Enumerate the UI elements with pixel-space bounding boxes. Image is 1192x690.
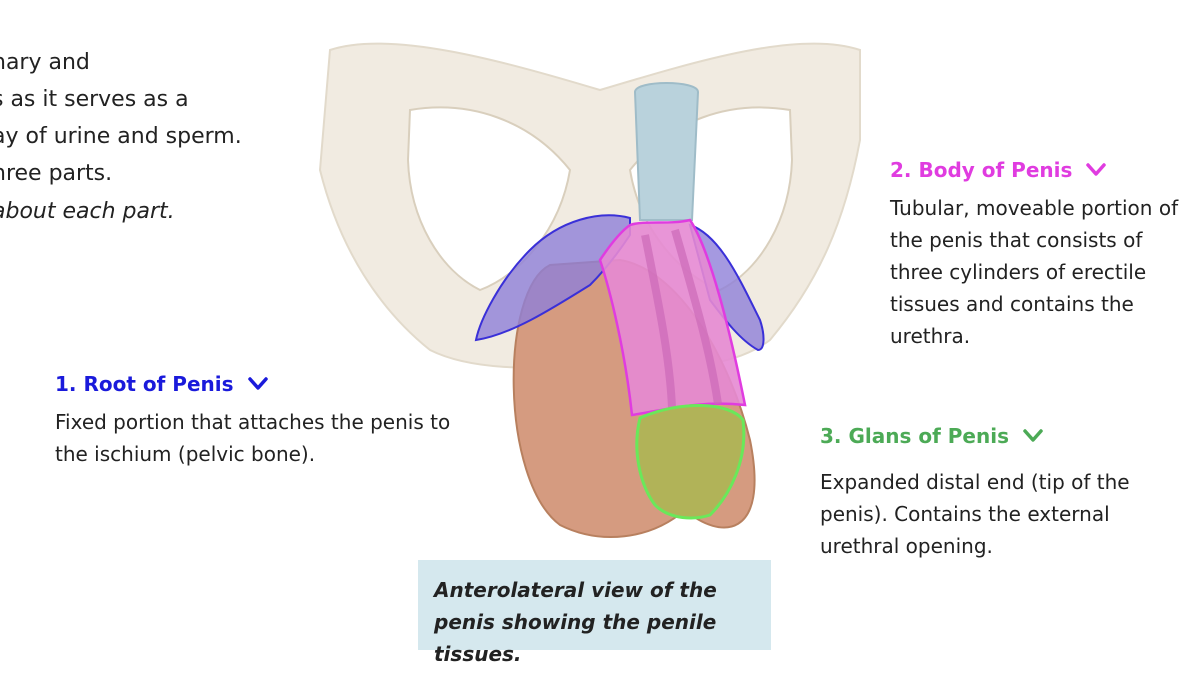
body-stripe xyxy=(641,234,676,409)
intro-line: s as it serves as a xyxy=(0,87,189,112)
urethra xyxy=(633,82,700,221)
body-of-penis-title: 2. Body of Penis xyxy=(890,158,1073,182)
glans-of-penis-toggle[interactable]: 3. Glans of Penis xyxy=(820,424,1140,448)
glans-of-penis-description: Expanded distal end (tip of the penis). … xyxy=(820,470,1130,558)
root-of-penis-description: Fixed portion that attaches the penis to… xyxy=(55,410,451,466)
callout-body-of-penis: 2. Body of Penis Tubular, moveable porti… xyxy=(890,158,1190,352)
glans-of-penis-title: 3. Glans of Penis xyxy=(820,424,1009,448)
root-of-penis-highlight xyxy=(474,214,631,342)
root-of-penis-toggle[interactable]: 1. Root of Penis xyxy=(55,372,455,396)
chevron-down-icon xyxy=(1023,429,1043,442)
glans-of-penis-highlight xyxy=(635,403,746,520)
root-of-penis-highlight xyxy=(688,223,765,352)
root-of-penis-title: 1. Root of Penis xyxy=(55,372,234,396)
callout-glans-of-penis: 3. Glans of Penis Expanded distal end (t… xyxy=(820,424,1140,562)
callout-root-of-penis: 1. Root of Penis Fixed portion that atta… xyxy=(55,372,455,470)
intro-instruction-text: about each part. xyxy=(0,199,175,224)
figure-caption: Anterolateral view of the penis showing … xyxy=(418,560,771,666)
intro-line: nary and xyxy=(0,50,90,75)
chevron-down-icon xyxy=(247,377,268,390)
chevron-down-icon xyxy=(1086,163,1107,176)
body-stripe xyxy=(671,228,722,405)
intro-line: hree parts. xyxy=(0,161,113,186)
intro-line: ay of urine and sperm. xyxy=(0,124,242,149)
body-of-penis-description: Tubular, moveable portion of the penis t… xyxy=(890,196,1179,348)
intro-text: nary and s as it serves as a ay of urine… xyxy=(0,44,292,230)
intro-instruction: about each part. xyxy=(0,193,292,230)
anatomy-diagram xyxy=(318,42,861,538)
body-of-penis-toggle[interactable]: 2. Body of Penis xyxy=(890,158,1190,182)
